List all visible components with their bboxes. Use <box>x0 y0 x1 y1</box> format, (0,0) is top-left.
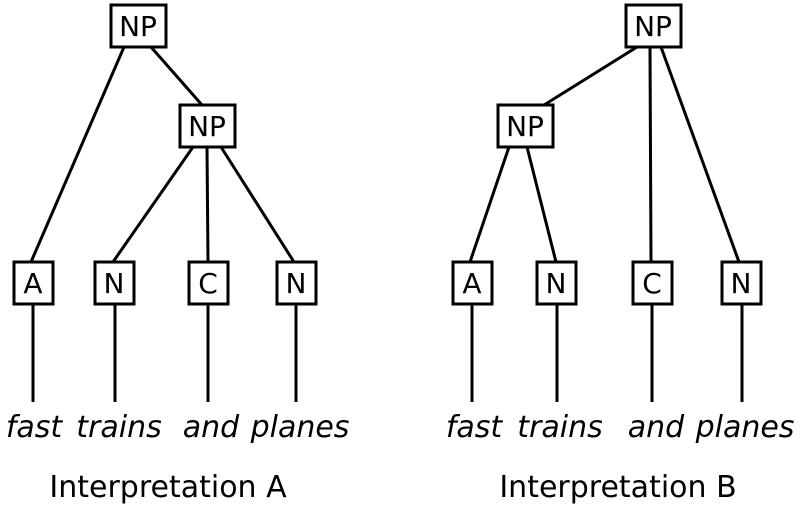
tree-b-inner-np-label: NP <box>506 110 544 143</box>
tree-a-root-node-label: NP <box>119 10 157 43</box>
tree-b-caption: Interpretation B <box>499 470 736 505</box>
tree-b-leaf-n1-box <box>535 260 578 306</box>
tree-b-leaf-c-label: C <box>642 267 662 300</box>
tree-a-edge-inner-to-n1 <box>111 146 195 263</box>
tree-a-inner-np-label: NP <box>188 110 226 143</box>
tree-b-edges <box>468 45 744 402</box>
tree-b-word-trains: trains <box>517 410 602 445</box>
tree-a-word-fast: fast <box>6 410 64 445</box>
tree-a-words: fast trains and planes <box>6 410 350 445</box>
tree-b-edge-root-to-c <box>648 46 653 263</box>
tree-a-root-node-box <box>109 3 168 49</box>
tree-b-leaf-n1-label: N <box>546 267 567 300</box>
tree-b-nodes: NP NP A N C N <box>451 3 763 306</box>
tree-b-word-planes: planes <box>695 410 795 445</box>
tree-a-leaf-n2-label: N <box>286 267 307 300</box>
tree-b-leaf-a-box <box>451 260 494 306</box>
tree-a-caption: Interpretation A <box>49 470 287 505</box>
tree-a-edges <box>29 46 298 402</box>
tree-b-words: fast trains and planes <box>446 410 795 445</box>
tree-b-edge-root-to-inner-np <box>543 45 638 107</box>
tree-b-edge-inner-to-a <box>468 146 511 263</box>
tree-b-edge-inner-to-n1 <box>525 146 558 263</box>
tree-a-edge-inner-to-n2 <box>219 146 296 263</box>
tree-b-root-node-box <box>624 3 683 49</box>
tree-a-word-trains: trains <box>76 410 161 445</box>
tree-b-word-fast: fast <box>446 410 504 445</box>
tree-a-leaf-a-label: A <box>23 267 42 300</box>
tree-a-leaf-c-label: C <box>198 267 218 300</box>
tree-a-leaf-n2-box <box>275 260 318 306</box>
tree-b-word-and: and <box>628 410 685 445</box>
tree-a-word-planes: planes <box>250 410 350 445</box>
tree-a-leaf-n1-box <box>93 260 136 306</box>
tree-a-leaf-n1-label: N <box>104 267 125 300</box>
tree-a-nodes: NP NP A N C N <box>12 3 318 306</box>
tree-a-leaf-a-box <box>12 260 55 306</box>
tree-a-edge-root-to-a <box>29 46 126 263</box>
tree-b-leaf-c-box <box>631 260 674 306</box>
tree-a-edge-root-to-inner-np <box>149 46 204 106</box>
tree-b-leaf-a-label: A <box>462 267 481 300</box>
tree-a-inner-np-box <box>178 103 237 149</box>
tree-a-word-and: and <box>183 410 240 445</box>
tree-b-inner-np-box <box>496 103 555 149</box>
tree-a-edge-inner-to-c <box>205 146 210 263</box>
tree-b-leaf-n2-label: N <box>731 267 752 300</box>
tree-b-edge-root-to-n2 <box>659 46 741 263</box>
tree-b-leaf-n2-box <box>720 260 763 306</box>
tree-b-root-node-label: NP <box>634 10 672 43</box>
tree-a-leaf-c-box <box>187 260 230 306</box>
